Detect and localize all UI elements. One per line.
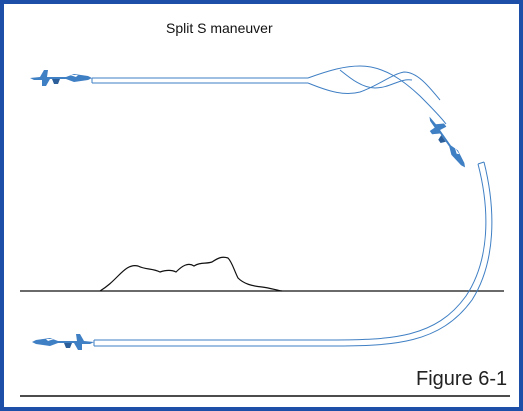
contrail-loop [93,161,493,347]
diagram-title: Split S maneuver [166,20,273,36]
contrail-roll [307,65,447,125]
figure-caption: Figure 6-1 [416,368,508,390]
jet-aircraft-icon [30,70,92,86]
terrain-hills [99,256,283,292]
contrail-top [91,77,308,84]
jet-aircraft-icon [429,116,466,168]
jet-aircraft-icon [32,334,94,350]
